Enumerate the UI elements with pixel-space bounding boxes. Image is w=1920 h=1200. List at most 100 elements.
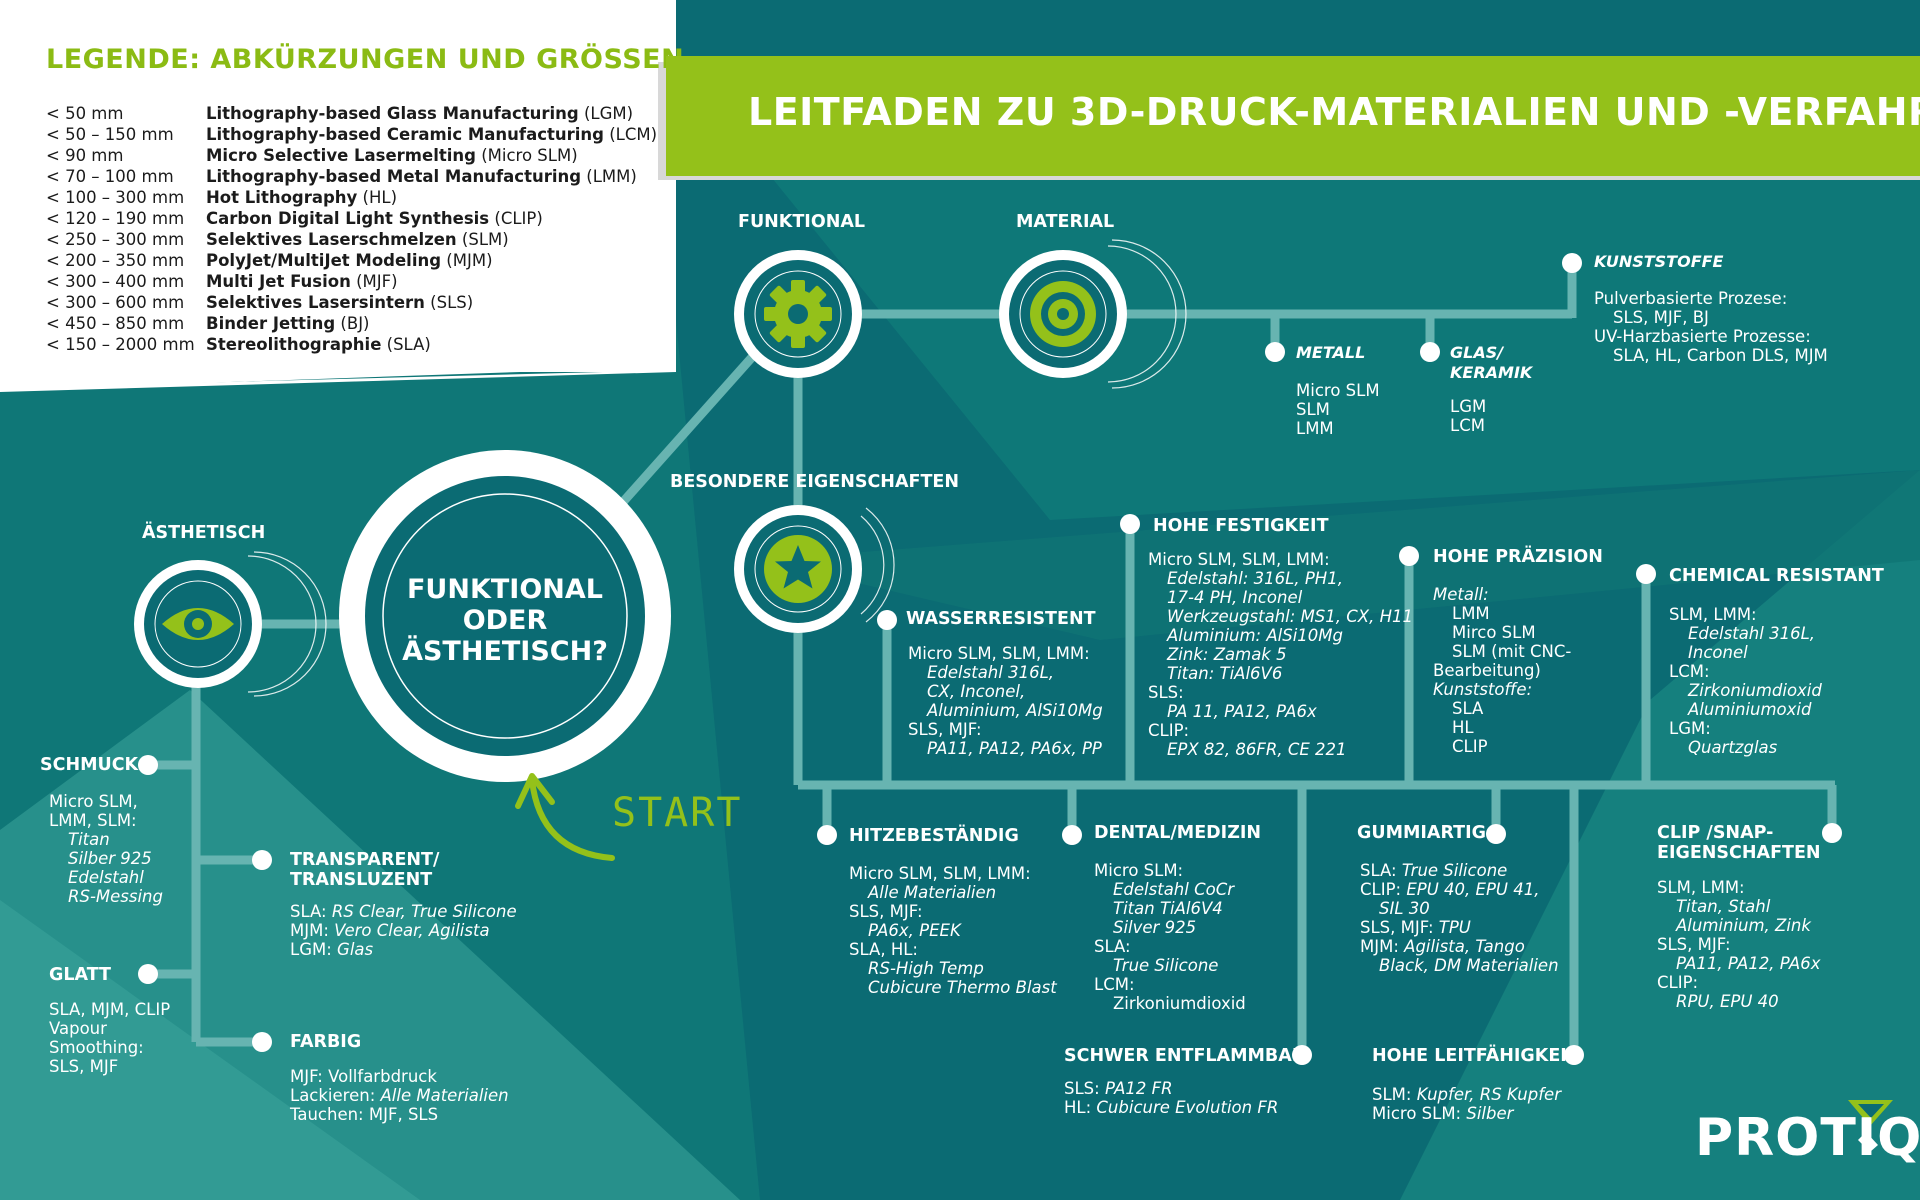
legend-process: Lithography-based Glass Manufacturing (L… <box>206 104 634 123</box>
node-dot <box>1265 342 1285 362</box>
start-arrow-icon <box>515 773 615 861</box>
content-line: SLA, HL: <box>849 940 918 959</box>
node-dot <box>1292 1045 1312 1065</box>
content-line: Aluminium, Zink <box>1676 916 1811 935</box>
node-title-festigkeit: HOHE FESTIGKEIT <box>1153 516 1329 536</box>
arc-decoration <box>1107 245 1177 383</box>
node-dot <box>1822 823 1842 843</box>
legend-panel-edge <box>0 370 676 392</box>
node-title-gummi: GUMMIARTIG <box>1357 823 1486 843</box>
content-line: LCM <box>1450 416 1485 435</box>
content-line: Aluminium: AlSi10Mg <box>1167 626 1343 645</box>
content-line: LMM <box>1452 604 1490 623</box>
content-line: Titan TiAl6V4 <box>1113 899 1223 918</box>
content-line: Zirkoniumdioxid <box>1113 994 1246 1013</box>
category-funktional: FUNKTIONAL <box>738 212 866 232</box>
facet <box>1400 470 1920 1200</box>
eye-icon <box>162 608 234 640</box>
content-line: Micro SLM, SLM, LMM: <box>1148 550 1330 569</box>
content-line: SLM, LMM: <box>1669 605 1757 624</box>
legend-process: Hot Lithography (HL) <box>206 188 398 207</box>
node-title-leit: HOHE LEITFÄHIGKEIT <box>1372 1046 1579 1066</box>
category-besondere: BESONDERE EIGENSCHAFTEN <box>670 472 959 492</box>
content-line: Kunststoffe: <box>1433 680 1533 699</box>
content-line: Silber 925 <box>68 849 152 868</box>
content-line: SLM <box>1296 400 1330 419</box>
legend-row: < 100 – 300 mm Hot Lithography (HL) <box>46 188 657 209</box>
content-line: SLS, MJF <box>49 1057 119 1076</box>
legend-size: < 100 – 300 mm <box>46 188 185 207</box>
content-line: LGM: Glas <box>290 940 374 959</box>
center-question: FUNKTIONAL ODER ÄSTHETISCH? <box>402 574 608 667</box>
node-dot <box>1420 342 1440 362</box>
content-line: 17-4 PH, Inconel <box>1167 588 1303 607</box>
content-line: Mirco SLM <box>1452 623 1536 642</box>
content-line: SLA, HL, Carbon DLS, MJM <box>1613 346 1828 365</box>
start-label: START <box>612 790 743 836</box>
legend-process: Lithography-based Metal Manufacturing (L… <box>206 167 637 186</box>
content-line: Quartzglas <box>1688 738 1778 757</box>
node-title-transparent: TRANSPARENT/TRANSLUZENT <box>290 850 440 890</box>
brand-logo: PROTIQ <box>1695 1108 1920 1168</box>
content-line: SLA: True Silicone <box>1360 861 1508 880</box>
node-title-wasser: WASSERRESISTENT <box>906 609 1096 629</box>
content-line: MJM: Vero Clear, Agilista <box>290 921 490 940</box>
gear-icon <box>764 280 832 348</box>
content-line: Edelstahl CoCr <box>1113 880 1235 899</box>
legend-size: < 250 – 300 mm <box>46 230 185 249</box>
content-line: Aluminium, AlSi10Mg <box>927 701 1103 720</box>
content-line: LGM <box>1450 397 1487 416</box>
content-line: Pulverbasierte Prozese: <box>1594 289 1788 308</box>
node-title-glatt: GLATT <box>49 965 111 985</box>
content-line: Aluminiumoxid <box>1688 700 1812 719</box>
legend-process: Selektives Lasersintern (SLS) <box>206 293 474 312</box>
legend-process: Stereolithographie (SLA) <box>206 335 431 354</box>
node-title-chemical: CHEMICAL RESISTANT <box>1669 566 1884 586</box>
content-line: SLS: PA12 FR <box>1064 1079 1173 1098</box>
content-line: Black, DM Materialien <box>1379 956 1559 975</box>
facet <box>0 900 420 1200</box>
legend-process: Multi Jet Fusion (MJF) <box>206 272 398 291</box>
content-line: SLA <box>1452 699 1484 718</box>
protiq-logo-icon <box>1848 1100 1893 1152</box>
legend-row: < 300 – 400 mm Multi Jet Fusion (MJF) <box>46 272 657 293</box>
legend-row: < 70 – 100 mm Lithography-based Metal Man… <box>46 167 657 188</box>
content-line: Cubicure Thermo Blast <box>868 978 1057 997</box>
content-line: Smoothing: <box>49 1038 144 1057</box>
center-circle-ring <box>382 493 628 739</box>
node-title-clip: CLIP /SNAP-EIGENSCHAFTEN <box>1657 823 1821 863</box>
node-title-schmuck: SCHMUCK <box>40 755 139 775</box>
node-dot <box>138 755 158 775</box>
content-line: LMM <box>1296 419 1334 438</box>
content-line: Metall: <box>1433 585 1489 604</box>
content-line: Edelstahl: 316L, PH1, <box>1167 569 1343 588</box>
legend-process: PolyJet/MultiJet Modeling (MJM) <box>206 251 493 270</box>
content-line: SLS, MJF: TPU <box>1360 918 1471 937</box>
content-line: SLS, MJF: <box>908 720 982 739</box>
content-line: CLIP <box>1452 737 1488 756</box>
content-line: LCM: <box>1094 975 1135 994</box>
content-line: Silver 925 <box>1113 918 1197 937</box>
legend-title: LEGENDE: ABKÜRZUNGEN UND GRÖSSEN <box>46 44 685 75</box>
content-line: MJM: Agilista, Tango <box>1360 937 1525 956</box>
content-line: Micro SLM: Silber <box>1372 1104 1514 1123</box>
legend-size: < 300 – 400 mm <box>46 272 185 291</box>
content-line: MJF: Vollfarbdruck <box>290 1067 437 1086</box>
legend-size: < 70 – 100 mm <box>46 167 174 186</box>
content-line: CLIP: EPU 40, EPU 41, <box>1360 880 1540 899</box>
node-dot <box>1562 253 1582 273</box>
legend-process: Lithography-based Ceramic Manufacturing … <box>206 125 658 144</box>
content-line: SIL 30 <box>1379 899 1430 918</box>
